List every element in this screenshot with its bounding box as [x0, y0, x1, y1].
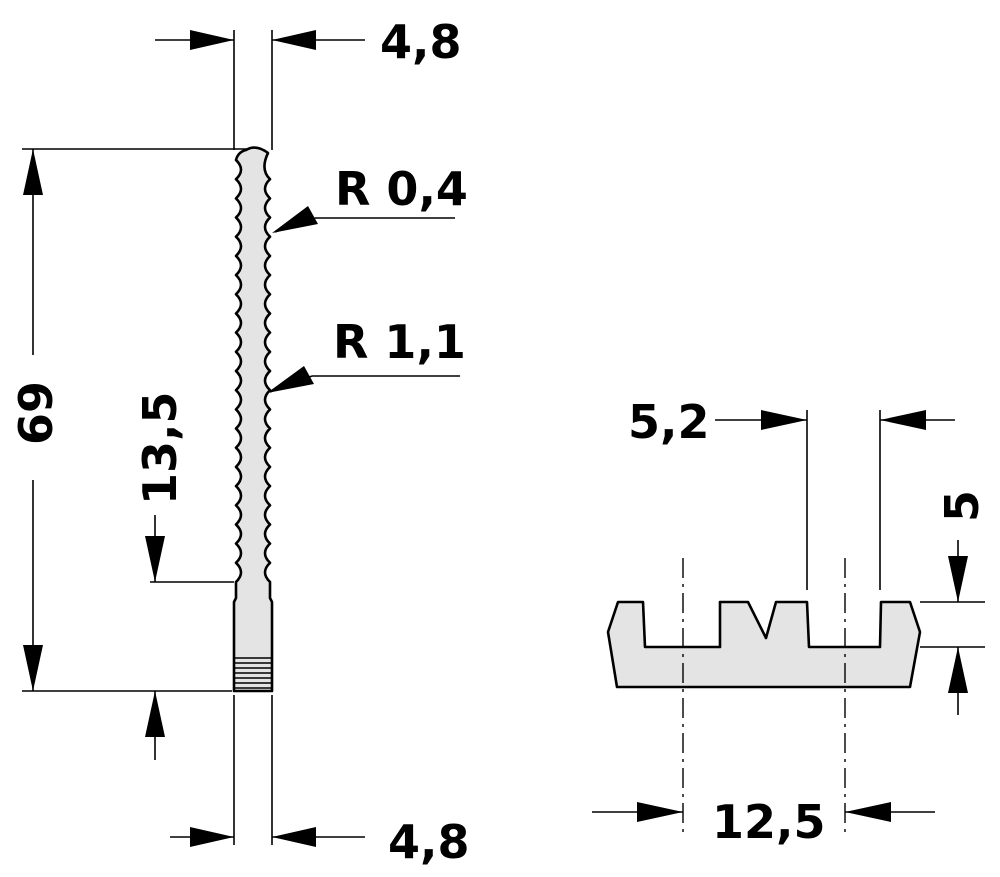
slot-pitch-dimension: 5,2	[628, 395, 955, 590]
top-width-label: 4,8	[380, 15, 462, 69]
top-width-dimension: 4,8	[155, 15, 462, 69]
slot-depth-dimension: 5	[920, 490, 989, 715]
base-height-label: 13,5	[133, 392, 187, 506]
total-height-dimension: 69	[9, 148, 250, 692]
slot-depth-label: 5	[935, 490, 989, 522]
bottom-width-label: 4,8	[388, 815, 470, 869]
slot-pitch-label: 5,2	[628, 395, 710, 449]
bottom-width-dimension: 4,8	[170, 815, 470, 869]
clip-spacing-dimension: 12,5	[592, 795, 935, 849]
radius-large-leader: R 1,1	[267, 315, 466, 393]
fin-profile-view	[232, 146, 274, 693]
radius-large-label: R 1,1	[333, 315, 466, 369]
clip-spacing-label: 12,5	[712, 795, 826, 849]
fin-profile	[232, 146, 274, 693]
clip-profile	[606, 600, 922, 689]
total-height-label: 69	[9, 381, 63, 445]
radius-small-label: R 0,4	[335, 162, 468, 216]
thread-hatching	[234, 657, 272, 689]
base-height-dimension: 13,5	[133, 392, 234, 760]
radius-small-leader: R 0,4	[272, 162, 468, 233]
clip-profile-view	[606, 600, 922, 689]
